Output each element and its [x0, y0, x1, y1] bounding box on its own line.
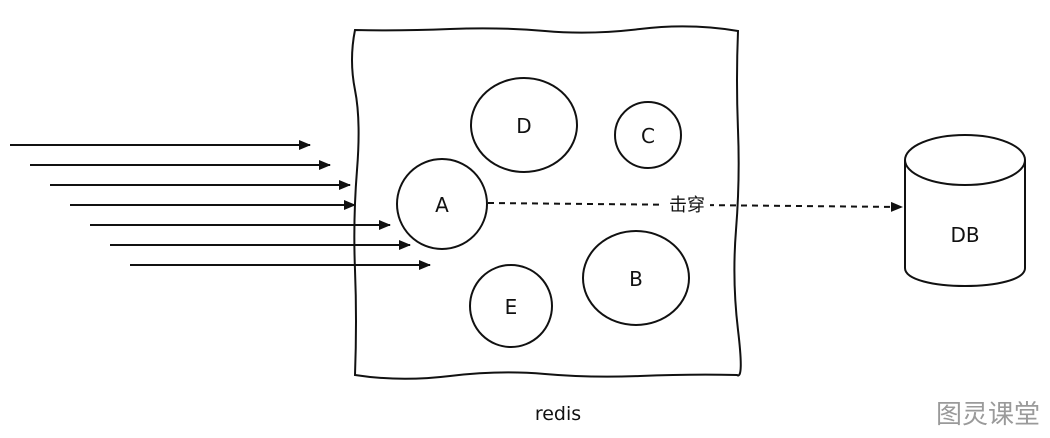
- database-cylinder: DB: [904, 134, 1026, 287]
- node-D: D: [470, 77, 578, 173]
- node-E: E: [469, 264, 553, 348]
- node-B: B: [582, 230, 690, 326]
- edge-label: 击穿: [669, 195, 705, 216]
- node-label: E: [505, 295, 518, 319]
- node-label: D: [516, 114, 531, 138]
- node-A: A: [396, 158, 488, 250]
- database-label: DB: [950, 223, 979, 247]
- node-C: C: [614, 101, 682, 169]
- incoming-request-arrows: [10, 140, 431, 270]
- container-caption: redis: [535, 403, 581, 425]
- node-label: B: [629, 267, 643, 291]
- redis-container: [351, 25, 742, 380]
- edge-label-background: [664, 192, 710, 216]
- node-label: A: [435, 193, 449, 217]
- node-label: C: [641, 124, 655, 148]
- watermark-text: 图灵课堂: [936, 400, 1040, 430]
- breakdown-arrow: [487, 201, 903, 212]
